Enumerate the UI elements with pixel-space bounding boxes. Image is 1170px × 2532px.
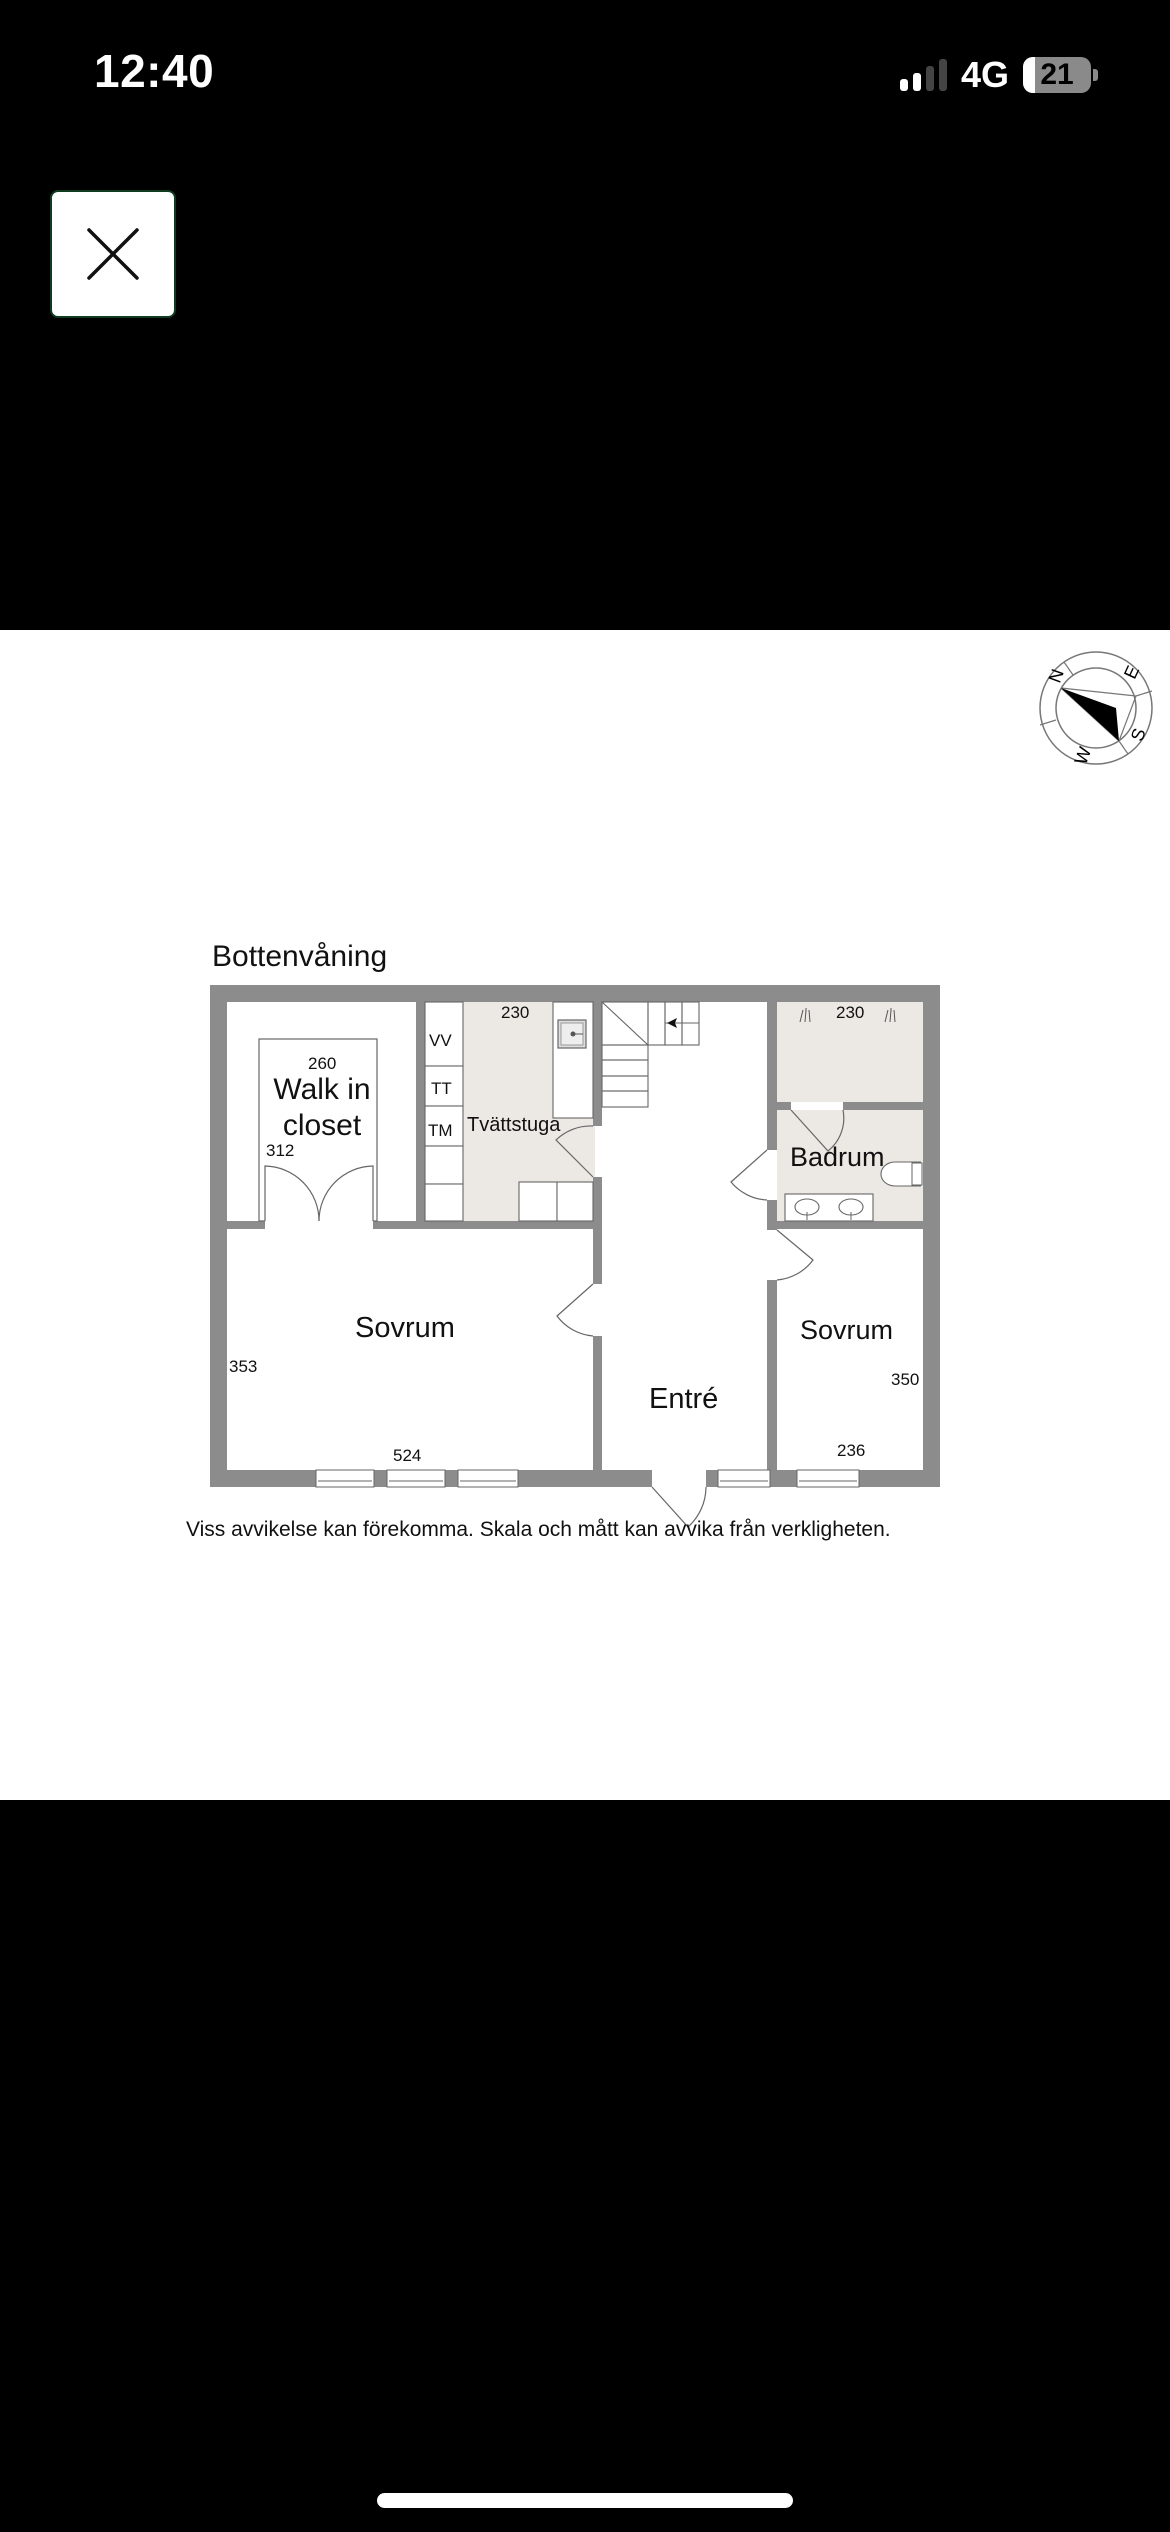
- svg-text:W: W: [1071, 744, 1096, 767]
- cellular-signal-icon: [900, 59, 947, 91]
- status-indicators: 4G 21: [900, 52, 1099, 98]
- home-indicator[interactable]: [377, 2493, 793, 2508]
- svg-text:N: N: [1045, 666, 1068, 685]
- floorplan-drawing: [210, 985, 940, 1528]
- status-time: 12:40: [94, 45, 215, 97]
- room-label-bathroom: Badrum: [790, 1142, 885, 1172]
- battery-icon: 21: [1023, 57, 1092, 93]
- compass-icon: N E S W: [1039, 651, 1153, 767]
- floor-title: Bottenvåning: [212, 940, 388, 973]
- room-label-bedroom-left: Sovrum: [355, 1312, 455, 1344]
- room-label-entry: Entré: [649, 1383, 719, 1415]
- floorplan-image[interactable]: N E S W: [0, 630, 1170, 1800]
- bedroom-right-depth-dim: 350: [891, 1370, 920, 1389]
- closet-depth-dim: 312: [266, 1141, 295, 1160]
- battery-tip: [1093, 69, 1099, 81]
- bathroom-width-dim: 230: [836, 1003, 865, 1022]
- disclaimer-text: Viss avvikelse kan förekomma. Skala och …: [186, 1518, 891, 1541]
- battery-percent: 21: [1040, 58, 1074, 91]
- closet-width-dim: 260: [308, 1054, 337, 1073]
- room-label-bedroom-right: Sovrum: [800, 1315, 894, 1345]
- bedroom-left-width-dim: 524: [393, 1446, 422, 1465]
- close-button[interactable]: [50, 190, 176, 318]
- close-icon: [87, 228, 139, 280]
- room-label-laundry: Tvättstuga: [467, 1114, 561, 1136]
- appliance-vv: VV: [429, 1031, 452, 1050]
- network-type: 4G: [961, 54, 1010, 95]
- room-label-walk-in-closet: Walk in closet: [273, 1073, 371, 1142]
- bedroom-left-depth-dim: 353: [229, 1357, 258, 1376]
- appliance-tm: TM: [428, 1121, 453, 1140]
- laundry-width-dim: 230: [501, 1003, 530, 1022]
- bedroom-right-width-dim: 236: [837, 1441, 866, 1460]
- appliance-tt: TT: [431, 1079, 452, 1098]
